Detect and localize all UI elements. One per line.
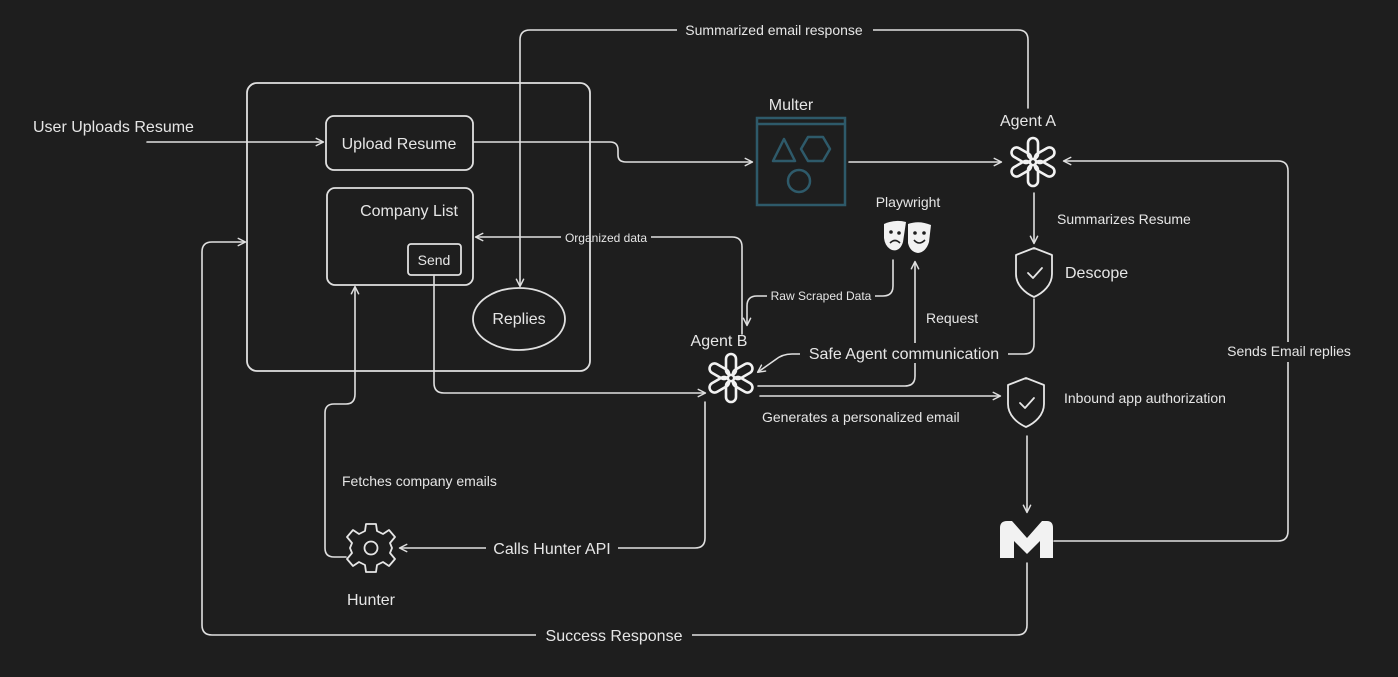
- agent-a-label: Agent A: [1000, 113, 1056, 130]
- edge-success-response: [201, 237, 1028, 636]
- shield-check-icon: [1007, 377, 1045, 428]
- multer-shapes-icon: [755, 116, 847, 207]
- edge-organized-data: [474, 232, 743, 335]
- agent-b-label: Agent B: [691, 333, 748, 350]
- openai-icon: [706, 352, 756, 404]
- frontend-container: [246, 82, 591, 372]
- label-request: Request: [926, 310, 978, 326]
- send-label: Send: [418, 252, 451, 268]
- upload-resume-label: Upload Resume: [342, 136, 457, 153]
- label-organized-data: Organized data: [565, 231, 647, 245]
- replies-node: Replies: [472, 287, 566, 351]
- gear-icon: [346, 523, 396, 573]
- label-summarized-email: Summarized email response: [685, 22, 863, 38]
- label-fetches-company-emails: Fetches company emails: [342, 473, 497, 489]
- label-success-response: Success Response: [546, 628, 683, 645]
- upload-resume-node[interactable]: Upload Resume: [325, 115, 474, 171]
- company-list-node: Company List: [326, 187, 474, 286]
- label-generates-personalized-email: Generates a personalized email: [762, 409, 960, 425]
- openai-icon: [1008, 136, 1058, 188]
- label-raw-scraped-data: Raw Scraped Data: [771, 289, 872, 303]
- edge-send-to-agent-b: [433, 275, 707, 398]
- descope-label: Descope: [1065, 265, 1128, 282]
- gmail-m-icon: [1000, 521, 1053, 558]
- label-safe-agent-communication: Safe Agent communication: [809, 346, 999, 363]
- shield-check-icon: [1015, 247, 1053, 298]
- label-sends-email-replies: Sends Email replies: [1227, 343, 1351, 359]
- edge-request: [757, 260, 920, 387]
- hunter-label: Hunter: [347, 592, 396, 609]
- replies-label: Replies: [492, 311, 545, 328]
- label-summarizes-resume: Summarizes Resume: [1057, 211, 1191, 227]
- edge-calls-hunter-api: [398, 401, 706, 553]
- user-uploads-resume-label: User Uploads Resume: [33, 119, 194, 136]
- multer-label: Multer: [769, 97, 814, 114]
- send-button[interactable]: Send: [407, 243, 462, 276]
- inbound-app-authorization-label: Inbound app authorization: [1064, 390, 1226, 406]
- company-list-label: Company List: [360, 203, 458, 220]
- edge-fetches-company-emails: [324, 285, 360, 558]
- edge-upload-to-multer: [473, 141, 754, 167]
- label-calls-hunter-api: Calls Hunter API: [493, 541, 610, 558]
- playwright-label: Playwright: [876, 194, 941, 210]
- theater-masks-icon: [884, 220, 931, 253]
